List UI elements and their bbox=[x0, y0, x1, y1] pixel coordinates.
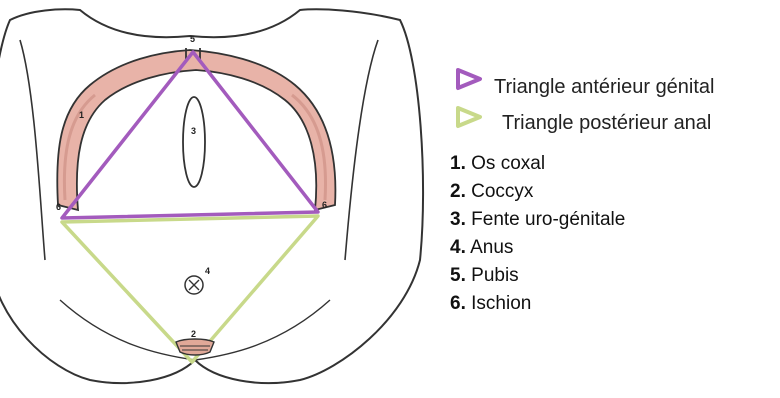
green-triangle-icon bbox=[454, 104, 484, 130]
legend-posterior-label: Triangle postérieur anal bbox=[502, 112, 711, 135]
fente-uro-genitale bbox=[183, 97, 205, 187]
legend-anterior-label: Triangle antérieur génital bbox=[494, 76, 715, 99]
label-ischion-right: 6 bbox=[322, 200, 327, 210]
label-coccyx: 2 bbox=[191, 329, 196, 339]
coccyx bbox=[176, 339, 214, 355]
label-ischion-left: 6 bbox=[56, 202, 61, 212]
label-pubis: 5 bbox=[190, 34, 195, 44]
legend-item: 5. Pubis bbox=[450, 262, 775, 290]
legend-item: 3. Fente uro-génitale bbox=[450, 206, 775, 234]
legend-anterior-triangle: Triangle antérieur génital bbox=[450, 66, 775, 98]
label-fente: 3 bbox=[191, 126, 196, 136]
purple-triangle-icon bbox=[454, 66, 484, 92]
label-anus: 4 bbox=[205, 266, 210, 276]
legend-item: 6. Ischion bbox=[450, 290, 775, 318]
label-os-coxal: 1 bbox=[79, 110, 84, 120]
legend-item: 1. Os coxal bbox=[450, 150, 775, 178]
legend-posterior-triangle: Triangle postérieur anal bbox=[450, 98, 775, 130]
legend-item: 2. Coccyx bbox=[450, 178, 775, 206]
perineum-diagram: 5 1 3 6 6 4 2 bbox=[0, 0, 440, 398]
legend-item: 4. Anus bbox=[450, 234, 775, 262]
legend: Triangle antérieur génital Triangle post… bbox=[450, 66, 775, 318]
legend-list: 1. Os coxal 2. Coccyx 3. Fente uro-génit… bbox=[450, 150, 775, 318]
